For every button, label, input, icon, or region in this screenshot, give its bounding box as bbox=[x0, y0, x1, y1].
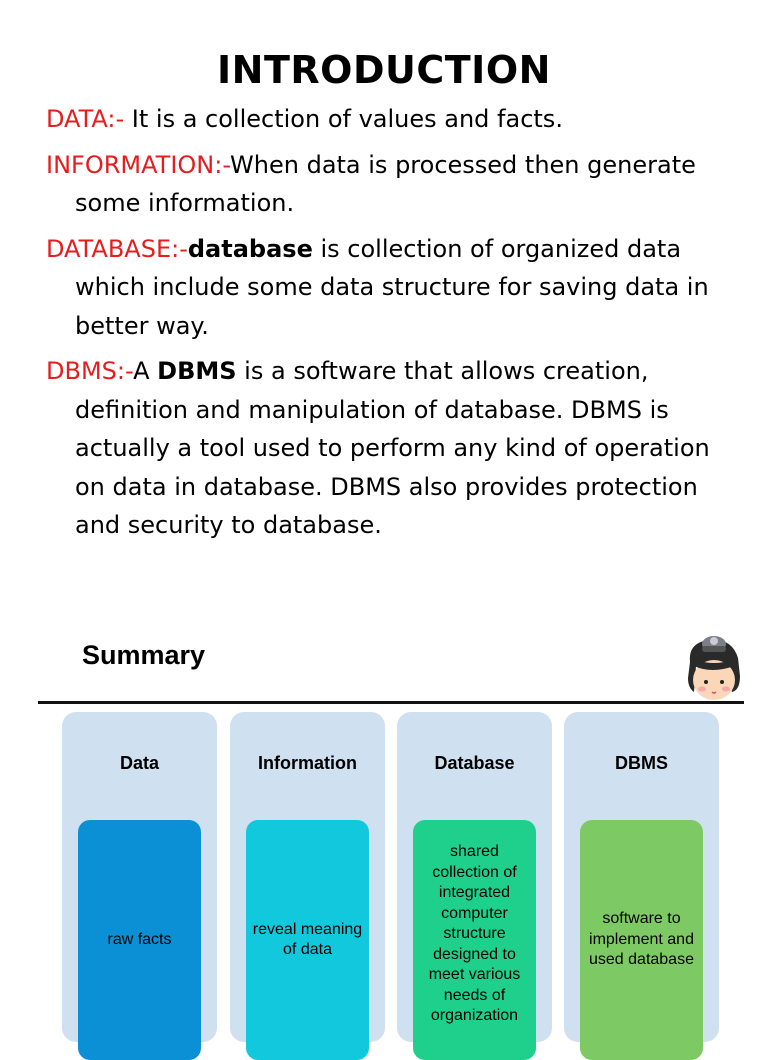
page-title: INTRODUCTION bbox=[217, 48, 551, 92]
definitions-list: DATA:- It is a collection of values and … bbox=[46, 100, 736, 552]
definition-text: is collection of organized data which in… bbox=[75, 234, 709, 340]
definition-database: DATABASE:-database is collection of orga… bbox=[46, 230, 736, 346]
definition-term: DATA:- bbox=[46, 105, 125, 133]
summary-column-data: Data raw facts bbox=[62, 712, 217, 1060]
summary-divider bbox=[38, 701, 744, 704]
definition-text: is a software that allows creation, defi… bbox=[75, 357, 710, 539]
definition-term: DBMS:- bbox=[46, 357, 134, 385]
column-heading: Data bbox=[119, 753, 159, 773]
summary-column-database: Database shared collection of integrated… bbox=[397, 712, 552, 1060]
column-heading: DBMS bbox=[615, 753, 668, 773]
definition-text: When data is processed then generate som… bbox=[75, 150, 696, 218]
definition-bold: DBMS bbox=[157, 357, 237, 385]
definition-term: DATABASE:- bbox=[46, 234, 188, 263]
summary-column-information: Information reveal meaning of data bbox=[230, 712, 385, 1060]
column-heading: Information bbox=[258, 753, 357, 773]
definition-bold: database bbox=[187, 234, 313, 263]
column-heading: Database bbox=[434, 753, 515, 773]
summary-title: Summary bbox=[82, 640, 206, 670]
column-body: shared collection of integrated computer… bbox=[413, 820, 536, 1060]
definition-data: DATA:- It is a collection of values and … bbox=[46, 100, 736, 139]
column-body: raw facts bbox=[78, 820, 201, 1060]
definition-dbms: DBMS:-A DBMS is a software that allows c… bbox=[46, 352, 736, 545]
summary-column-dbms: DBMS software to implement and used data… bbox=[564, 712, 719, 1060]
definition-information: INFORMATION:-When data is processed then… bbox=[46, 146, 736, 223]
definition-term: INFORMATION:- bbox=[46, 150, 231, 179]
column-body: software to implement and used database bbox=[580, 820, 703, 1060]
definition-prefix: A bbox=[133, 357, 158, 385]
definition-text: It is a collection of values and facts. bbox=[124, 105, 563, 133]
column-body: reveal meaning of data bbox=[246, 820, 369, 1060]
cartoon-character-icon bbox=[688, 636, 740, 700]
